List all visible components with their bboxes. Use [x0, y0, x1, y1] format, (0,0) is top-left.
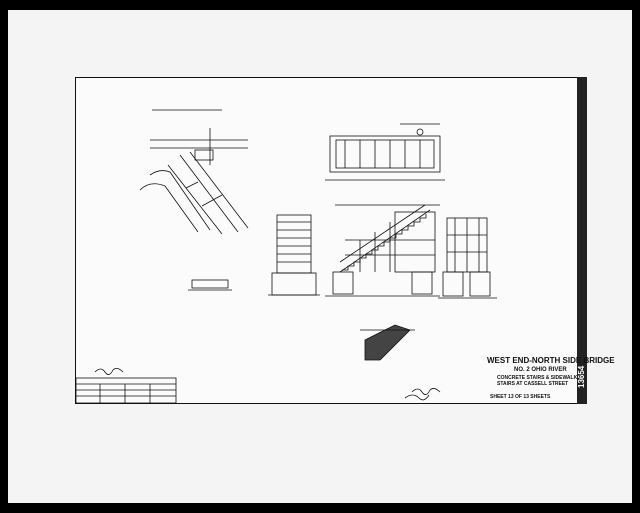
drawing-sheet	[75, 77, 578, 404]
plan-view	[325, 123, 445, 181]
revision-table	[75, 377, 177, 404]
haer-number: 13654	[577, 366, 586, 388]
drawing-location: STAIRS AT CASSELL STREET	[497, 381, 569, 387]
section-aa	[188, 279, 232, 291]
end-elevation	[438, 217, 497, 299]
sheet-spine	[577, 77, 587, 404]
drawing-title: WEST END-NORTH SIDE BRIDGE	[487, 356, 615, 365]
drawing-subtitle: NO. 2 OHIO RIVER	[514, 367, 567, 373]
front-elevation	[268, 214, 320, 296]
section-bb	[360, 324, 415, 361]
signature	[94, 368, 441, 401]
side-elevation	[325, 204, 440, 297]
drawing-description: CONCRETE STAIRS & SIDEWALKS	[497, 375, 581, 381]
sheet-number: SHEET 13 OF 13 SHEETS	[490, 394, 551, 400]
location-plan	[139, 109, 249, 235]
